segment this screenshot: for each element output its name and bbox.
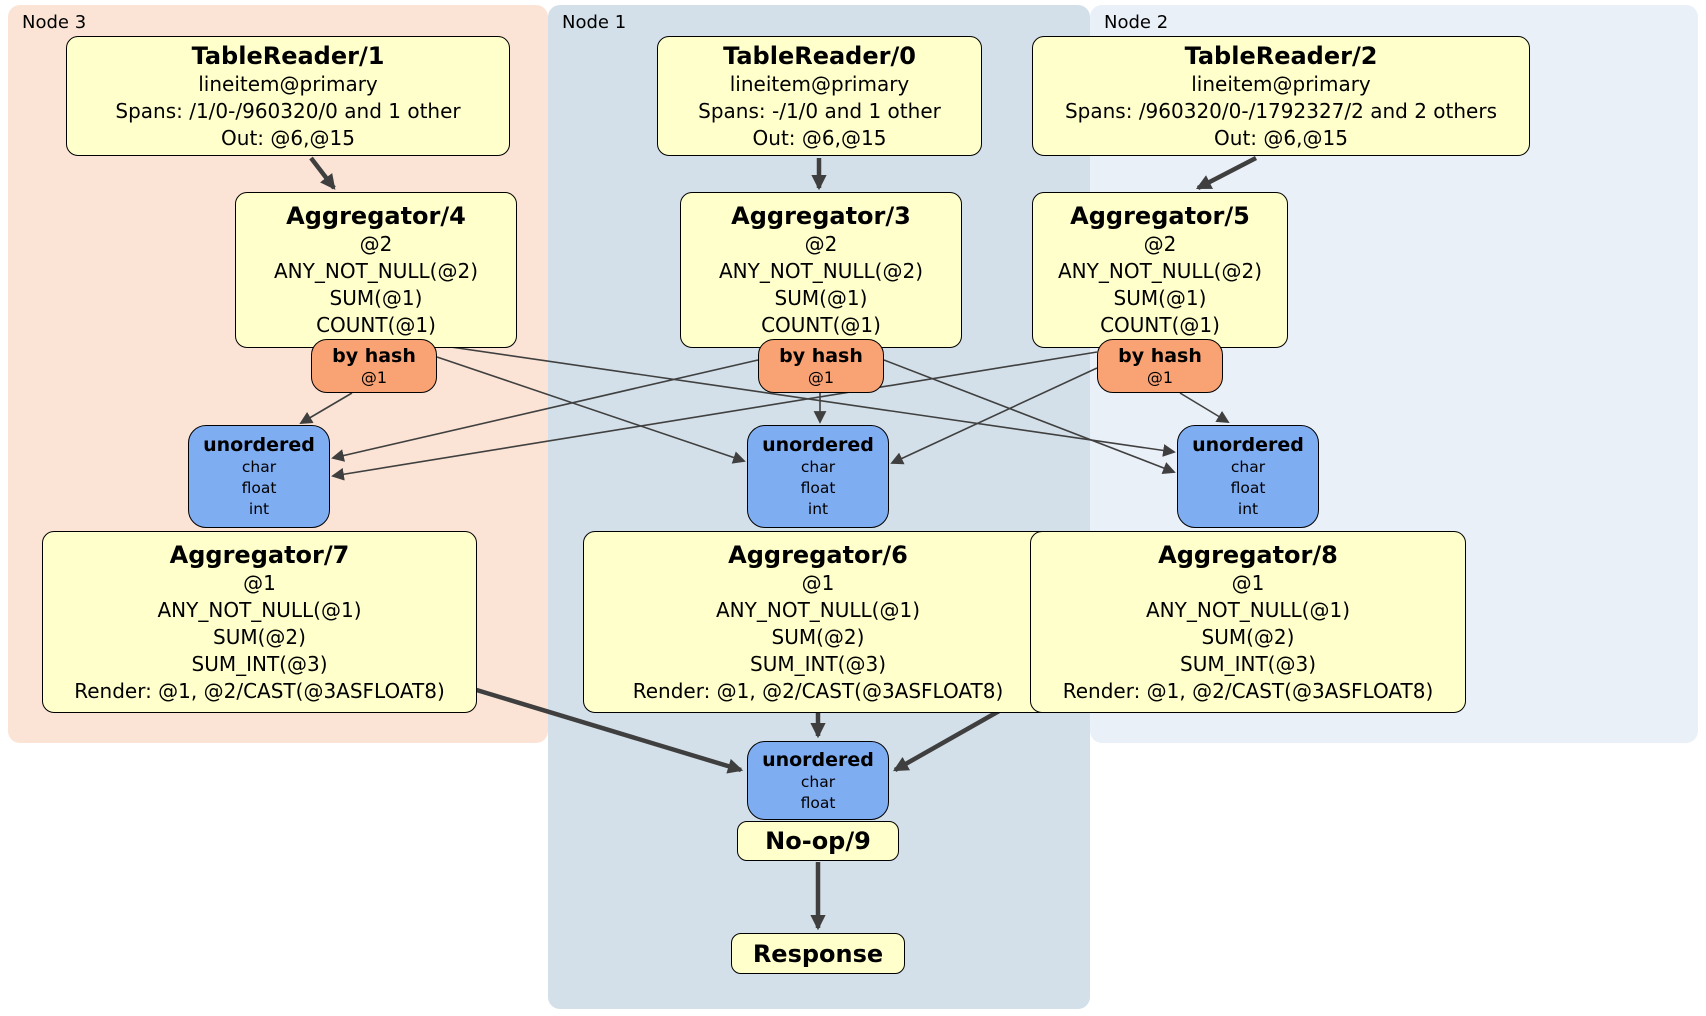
router-title: by hash [332,345,416,367]
processor-line: Out: @6,@15 [221,125,355,150]
aggregator-5-box: Aggregator/5 @2 ANY_NOT_NULL(@2) SUM(@1)… [1032,192,1288,348]
processor-title: TableReader/1 [191,41,385,70]
sync-line: int [807,500,829,518]
processor-line: SUM_INT(@3) [191,651,328,676]
processor-line: Out: @6,@15 [752,125,887,150]
response-box: Response [731,933,905,974]
processor-line: Render: @1, @2/CAST(@3ASFLOAT8) [632,678,1004,703]
processor-line: Spans: /1/0-/960320/0 and 1 other [115,98,461,123]
processor-line: @2 [1143,232,1177,256]
processor-title: Response [752,939,884,968]
processor-line: SUM(@1) [329,286,423,310]
processor-title: Aggregator/6 [728,540,908,569]
sync-line: float [800,793,836,812]
aggregator-4-box: Aggregator/4 @2 ANY_NOT_NULL(@2) SUM(@1)… [235,192,517,348]
processor-title: TableReader/0 [723,41,916,70]
processor-line: lineitem@primary [1191,71,1371,96]
sync-title: unordered [762,434,874,456]
processor-line: ANY_NOT_NULL(@2) [1058,259,1262,283]
processor-line: SUM(@2) [213,624,306,649]
processor-line: @1 [243,570,276,595]
processor-line: ANY_NOT_NULL(@2) [274,259,478,283]
processor-line: SUM(@2) [771,624,865,649]
aggregator-6-box: Aggregator/6 @1 ANY_NOT_NULL(@1) SUM(@2)… [583,531,1053,713]
processor-line: COUNT(@1) [1100,313,1220,337]
processor-title: Aggregator/3 [731,202,911,230]
router-title: by hash [779,345,863,367]
sync-line: char [1230,458,1266,476]
processor-line: Render: @1, @2/CAST(@3ASFLOAT8) [1062,678,1434,703]
sync-line: float [241,479,277,497]
processor-line: COUNT(@1) [316,313,436,337]
sync-line: float [1230,479,1266,497]
sync-line: char [800,772,836,791]
aggregator-8-box: Aggregator/8 @1 ANY_NOT_NULL(@1) SUM(@2)… [1030,531,1466,713]
router-title: by hash [1118,345,1202,367]
hash-router-node2: by hash @1 [1097,339,1223,393]
sync-line: int [248,500,270,518]
processor-title: Aggregator/5 [1070,202,1250,230]
hash-router-node3: by hash @1 [311,339,437,393]
processor-line: Spans: -/1/0 and 1 other [698,98,941,123]
processor-line: ANY_NOT_NULL(@1) [157,597,362,622]
tablereader-1-box: TableReader/1 lineitem@primary Spans: /1… [66,36,510,156]
processor-title: Aggregator/7 [169,540,350,569]
router-line: @1 [807,368,835,387]
sync-title: unordered [1192,434,1304,456]
router-line: @1 [1146,368,1174,387]
processor-line: @2 [804,232,838,256]
sync-title: unordered [203,434,315,456]
processor-line: ANY_NOT_NULL(@1) [716,597,920,622]
processor-line: Spans: /960320/0-/1792327/2 and 2 others [1064,98,1497,123]
processor-line: ANY_NOT_NULL(@1) [1146,597,1350,622]
sync-line: float [800,479,836,497]
sync-line: char [800,458,836,476]
processor-line: SUM(@1) [1113,286,1207,310]
unordered-sync-final: unordered char float [747,741,889,820]
tablereader-2-box: TableReader/2 lineitem@primary Spans: /9… [1032,36,1530,156]
sync-line: int [1237,500,1259,518]
processor-line: lineitem@primary [729,71,910,96]
tablereader-0-box: TableReader/0 lineitem@primary Spans: -/… [657,36,982,156]
processor-line: @2 [359,232,393,256]
node2-label: Node 2 [1104,12,1169,33]
processor-line: SUM_INT(@3) [1180,651,1316,676]
processor-line: SUM(@1) [774,286,868,310]
processor-line: @1 [1231,570,1265,595]
noop-box: No-op/9 [737,821,899,861]
processor-title: Aggregator/8 [1158,540,1338,569]
hash-router-node1: by hash @1 [758,339,884,393]
aggregator-3-box: Aggregator/3 @2 ANY_NOT_NULL(@2) SUM(@1)… [680,192,962,348]
processor-title: No-op/9 [765,827,871,855]
processor-title: Aggregator/4 [286,202,466,230]
sync-line: char [241,458,277,476]
processor-line: ANY_NOT_NULL(@2) [719,259,923,283]
node3-label: Node 3 [22,12,87,33]
processor-line: Render: @1, @2/CAST(@3ASFLOAT8) [74,678,445,703]
unordered-sync-node1: unordered char float int [747,425,889,528]
processor-line: SUM(@2) [1201,624,1295,649]
processor-line: lineitem@primary [198,71,378,96]
unordered-sync-node2: unordered char float int [1177,425,1319,528]
processor-title: TableReader/2 [1184,41,1378,70]
router-line: @1 [360,368,388,387]
sync-title: unordered [762,748,874,771]
unordered-sync-node3: unordered char float int [188,425,330,528]
aggregator-7-box: Aggregator/7 @1 ANY_NOT_NULL(@1) SUM(@2)… [42,531,477,713]
processor-line: @1 [801,570,835,595]
processor-line: COUNT(@1) [761,313,881,337]
processor-line: SUM_INT(@3) [750,651,886,676]
processor-line: Out: @6,@15 [1214,125,1348,150]
node1-label: Node 1 [562,12,627,33]
